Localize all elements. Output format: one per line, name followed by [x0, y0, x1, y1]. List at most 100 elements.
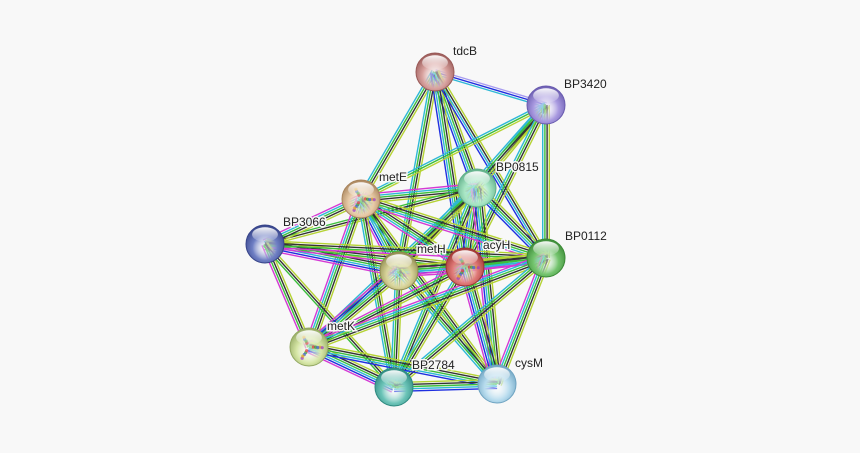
edge-line-green	[360, 198, 547, 259]
edge-line-green	[477, 187, 499, 384]
edge-line-black	[265, 242, 547, 258]
edge-line-lime	[362, 194, 548, 255]
edge-line-green	[262, 245, 393, 389]
edge-line-black	[309, 259, 548, 350]
edge-BP0112-cysM[interactable]	[492, 256, 551, 386]
node-highlight	[422, 55, 448, 70]
edge-line-green	[308, 198, 362, 348]
edge-line-lime	[481, 187, 504, 384]
node-label: BP0112	[565, 229, 607, 243]
edge-metE-BP0112[interactable]	[359, 194, 548, 263]
node-metK[interactable]: metK	[289, 318, 357, 367]
node-highlight	[484, 367, 510, 382]
edge-line-green	[397, 271, 497, 386]
edge-line-green	[308, 346, 498, 385]
node-label: BP0815	[496, 160, 539, 174]
edge-line-green	[359, 199, 497, 386]
edge-BP3420-BP0112[interactable]	[542, 105, 550, 258]
edge-line-lime	[363, 196, 501, 383]
node-highlight	[252, 227, 278, 242]
node-label: metK	[327, 319, 355, 333]
edge-line-magenta	[307, 263, 464, 345]
edge-line-magenta	[304, 266, 396, 344]
edge-line-lime	[265, 240, 547, 256]
edge-line-lime	[309, 341, 498, 381]
node-highlight	[464, 171, 490, 186]
edge-line-green	[360, 198, 466, 268]
edge-line-cyan	[391, 254, 545, 386]
node-BP3066[interactable]: BP3066	[245, 214, 328, 264]
node-BP0815[interactable]: BP0815	[457, 159, 541, 208]
edge-line-black	[361, 196, 547, 257]
edge-line-lime	[310, 261, 548, 352]
edge-line-green	[359, 71, 435, 199]
node-label: BP2784	[412, 358, 455, 372]
node-label: BP3066	[283, 215, 326, 229]
node-metH[interactable]: metH	[379, 241, 447, 291]
node-label: metH	[417, 242, 446, 256]
node-highlight	[452, 250, 478, 265]
edge-metE-cysM[interactable]	[357, 196, 501, 387]
edge-line-cyan	[359, 102, 546, 198]
edge-line-green	[496, 257, 547, 385]
edge-line-black	[361, 197, 499, 384]
edge-line-black	[498, 258, 549, 386]
edge-line-cyan	[390, 186, 475, 386]
node-highlight	[533, 88, 559, 103]
node-cysM[interactable]: cysM	[477, 355, 545, 404]
edge-tdcB-metE[interactable]	[357, 69, 439, 202]
node-label: cysM	[515, 356, 543, 370]
node-BP0112[interactable]: BP0112	[526, 228, 609, 278]
edge-line-green	[359, 199, 394, 388]
edge-line-lime	[500, 259, 551, 386]
node-highlight	[386, 254, 412, 269]
edge-line-magenta	[304, 197, 358, 346]
edge-line-lime	[395, 259, 549, 391]
edge-line-cyan	[357, 200, 495, 387]
edge-line-blue	[264, 246, 399, 275]
edge-line-black	[309, 344, 498, 383]
edge-line-lime	[363, 73, 439, 202]
edge-BP3420-metE[interactable]	[359, 102, 548, 202]
node-BP2784[interactable]: BP2784	[374, 357, 457, 407]
edge-line-cyan	[433, 72, 546, 259]
node-highlight	[533, 241, 559, 256]
edge-line-cyan	[306, 198, 360, 347]
edge-line-cyan	[307, 269, 399, 347]
edge-line-lime	[361, 191, 478, 205]
edge-line-cyan	[395, 71, 433, 271]
edge-line-black	[479, 187, 501, 384]
edge-line-cyan	[359, 200, 465, 270]
node-BP3420[interactable]: BP3420	[526, 76, 609, 125]
node-highlight	[296, 330, 322, 345]
edge-line-lime	[312, 200, 366, 349]
edge-line-cyan	[307, 255, 546, 346]
edge-BP0112-metK[interactable]	[307, 253, 548, 352]
edge-metE-metK[interactable]	[304, 197, 366, 349]
node-label: metE	[379, 170, 407, 184]
node-tdcB[interactable]: tdcB	[415, 43, 479, 92]
edge-line-black	[264, 243, 395, 388]
edge-line-green	[264, 244, 546, 260]
edge-line-magenta	[263, 248, 399, 278]
edge-line-cyan	[475, 188, 497, 385]
edge-line-lime	[361, 106, 548, 202]
edge-line-magenta	[307, 253, 545, 344]
node-label: acyH	[483, 238, 510, 252]
node-highlight	[348, 182, 374, 197]
edge-line-black	[310, 199, 364, 348]
edge-line-cyan	[360, 185, 477, 198]
edge-line-green	[360, 104, 547, 200]
edge-line-black	[361, 72, 437, 200]
node-metE[interactable]: metE	[341, 169, 409, 219]
edge-line-cyan	[494, 256, 545, 384]
node-acyH[interactable]: acyH	[445, 237, 512, 287]
edge-line-lime	[396, 271, 403, 388]
node-highlight	[381, 370, 407, 385]
edge-line-magenta	[359, 202, 545, 263]
edge-line-magenta	[492, 256, 543, 383]
edge-line-magenta	[360, 182, 477, 196]
edge-line-green	[308, 257, 547, 348]
edge-line-blue	[306, 267, 398, 346]
